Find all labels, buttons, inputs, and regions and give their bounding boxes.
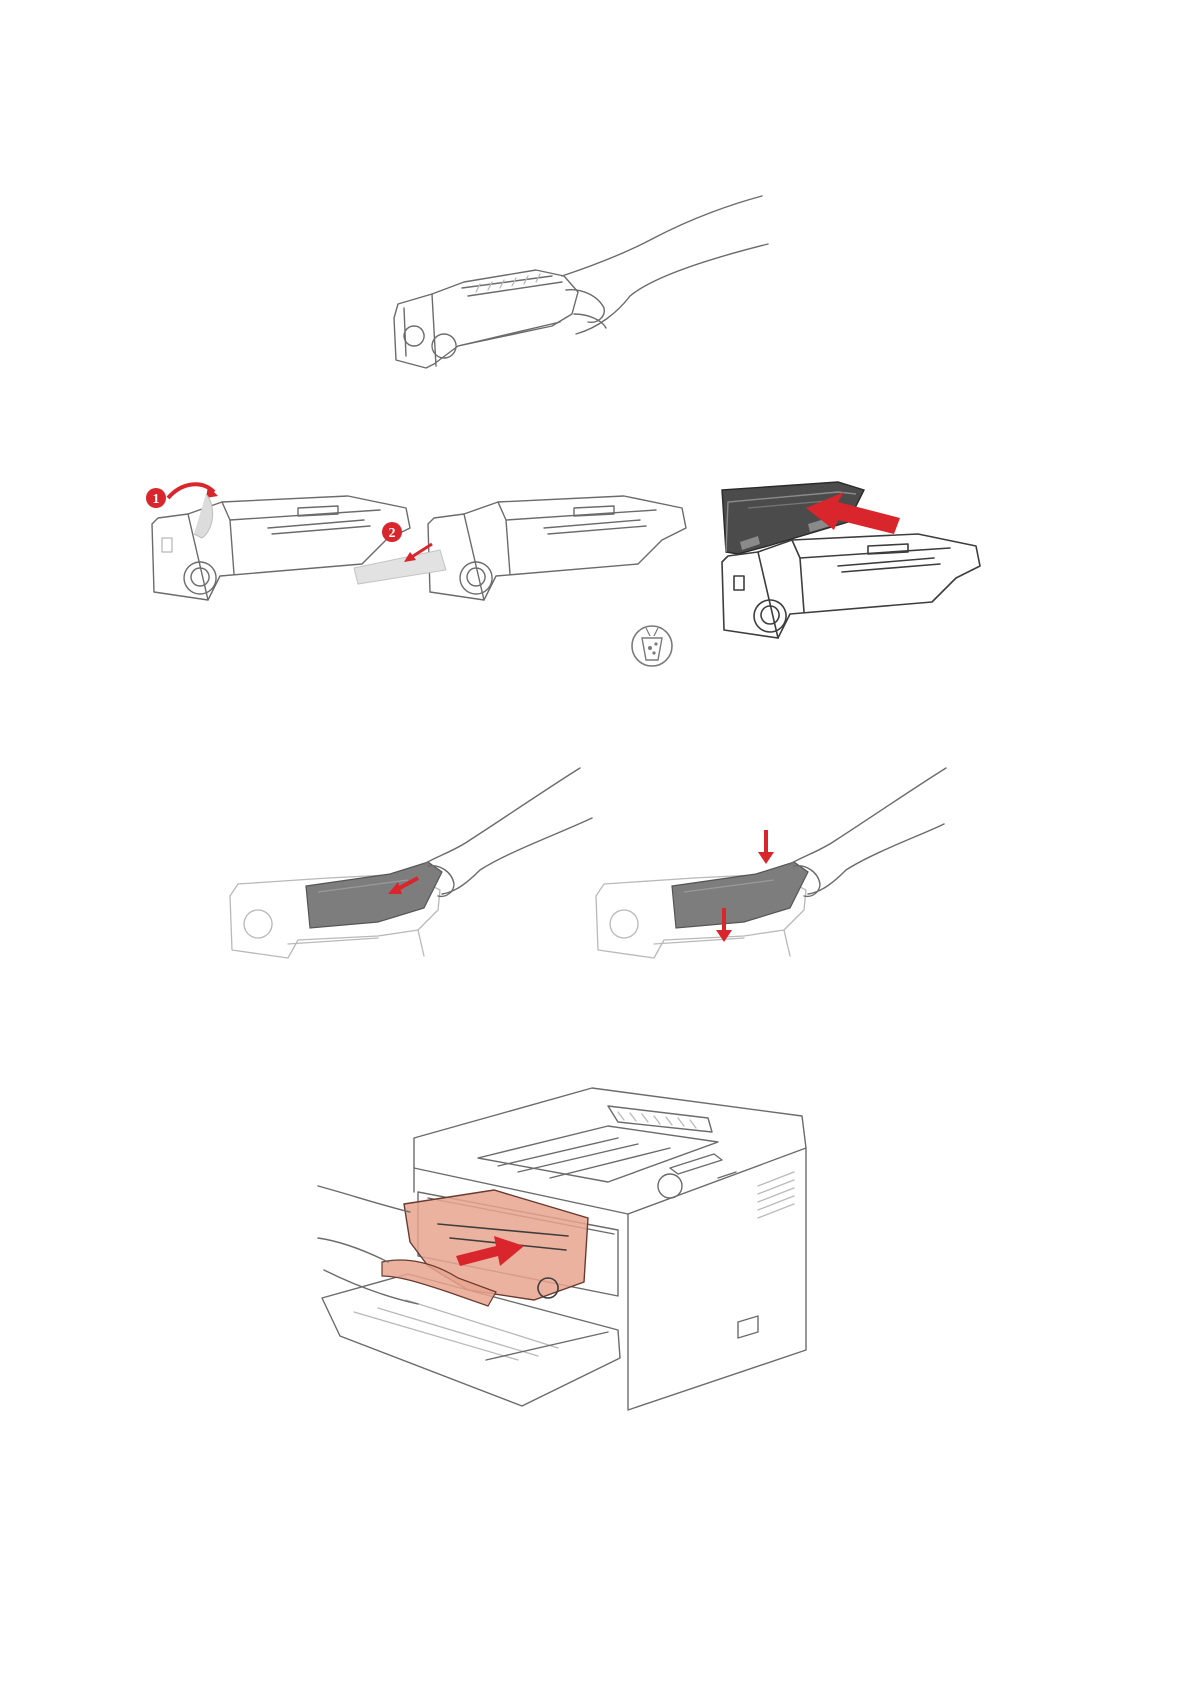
figure-install-drum-into-printer <box>318 1086 818 1416</box>
figure-unpack-toner-cartridge: 1 2 <box>148 478 1048 678</box>
install-drum-into-printer-illustration <box>318 1086 818 1416</box>
cartridge-panel-1 <box>152 496 410 600</box>
drum-panel-left <box>230 768 592 958</box>
hand-holding-cartridge-illustration <box>392 196 772 382</box>
figure-hand-holding-cartridge <box>392 196 772 382</box>
insert-toner-into-drum-illustration <box>228 760 948 970</box>
printer-button-icon <box>658 1174 682 1198</box>
press-down-arrow-top-icon <box>758 852 774 864</box>
step-2-marker: 2 <box>354 522 446 584</box>
figure-insert-toner-into-drum <box>228 760 948 970</box>
step-1-marker: 1 <box>146 484 218 538</box>
step-2-label: 2 <box>389 526 396 541</box>
drum-panel-right <box>596 768 946 958</box>
cartridge-panel-2 <box>428 496 686 600</box>
recycle-bin-icon <box>632 626 672 666</box>
cartridge-panel-3 <box>722 534 980 638</box>
unpack-toner-cartridge-illustration: 1 2 <box>148 478 1048 678</box>
step-1-label: 1 <box>153 492 160 507</box>
